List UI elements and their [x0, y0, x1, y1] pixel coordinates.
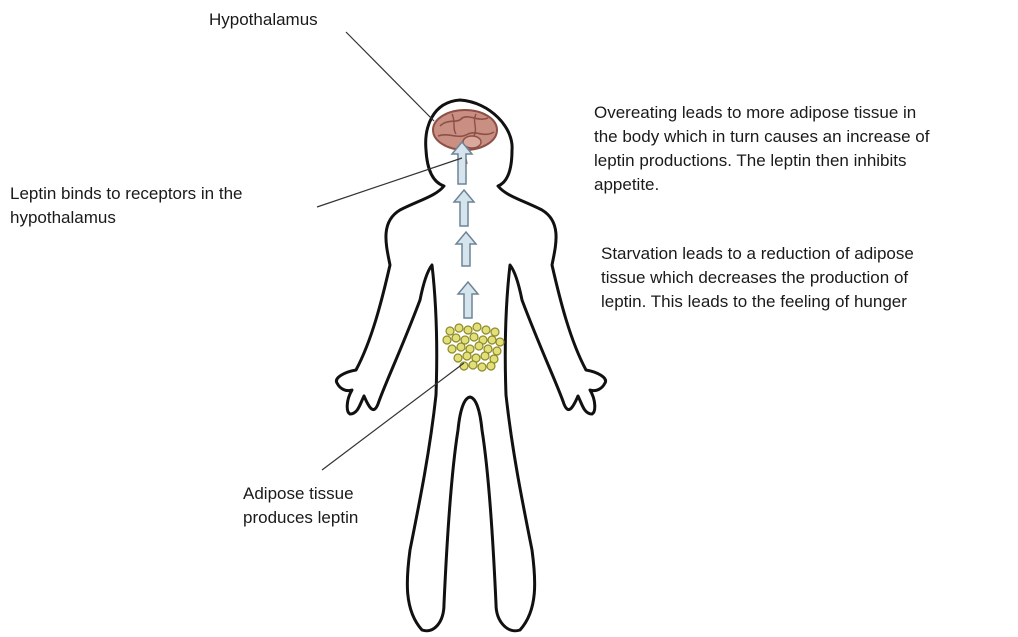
leptin-binds-label: Leptin binds to receptors in the hypotha…	[10, 182, 242, 230]
starvation-note: Starvation leads to a reduction of adipo…	[601, 242, 914, 314]
hypothalamus-leader-line	[346, 32, 434, 121]
adipose-label: Adipose tissue produces leptin	[243, 482, 358, 530]
overeating-note-line: the body which in turn causes an increas…	[594, 125, 929, 149]
leptin-binds-line: Leptin binds to receptors in the	[10, 182, 242, 206]
overeating-note-line: leptin productions. The leptin then inhi…	[594, 149, 929, 173]
starvation-note-line: tissue which decreases the production of	[601, 266, 914, 290]
leptin-binds-line: hypothalamus	[10, 206, 242, 230]
overeating-note-line: Overeating leads to more adipose tissue …	[594, 101, 929, 125]
hypothalamus-label-text: Hypothalamus	[209, 8, 318, 32]
adipose-label-line: Adipose tissue	[243, 482, 358, 506]
overeating-note-line: appetite.	[594, 173, 929, 197]
overeating-note: Overeating leads to more adipose tissue …	[594, 101, 929, 197]
starvation-note-line: leptin. This leads to the feeling of hun…	[601, 290, 914, 314]
starvation-note-line: Starvation leads to a reduction of adipo…	[601, 242, 914, 266]
hypothalamus-label: Hypothalamus	[209, 8, 318, 32]
adipose-label-line: produces leptin	[243, 506, 358, 530]
